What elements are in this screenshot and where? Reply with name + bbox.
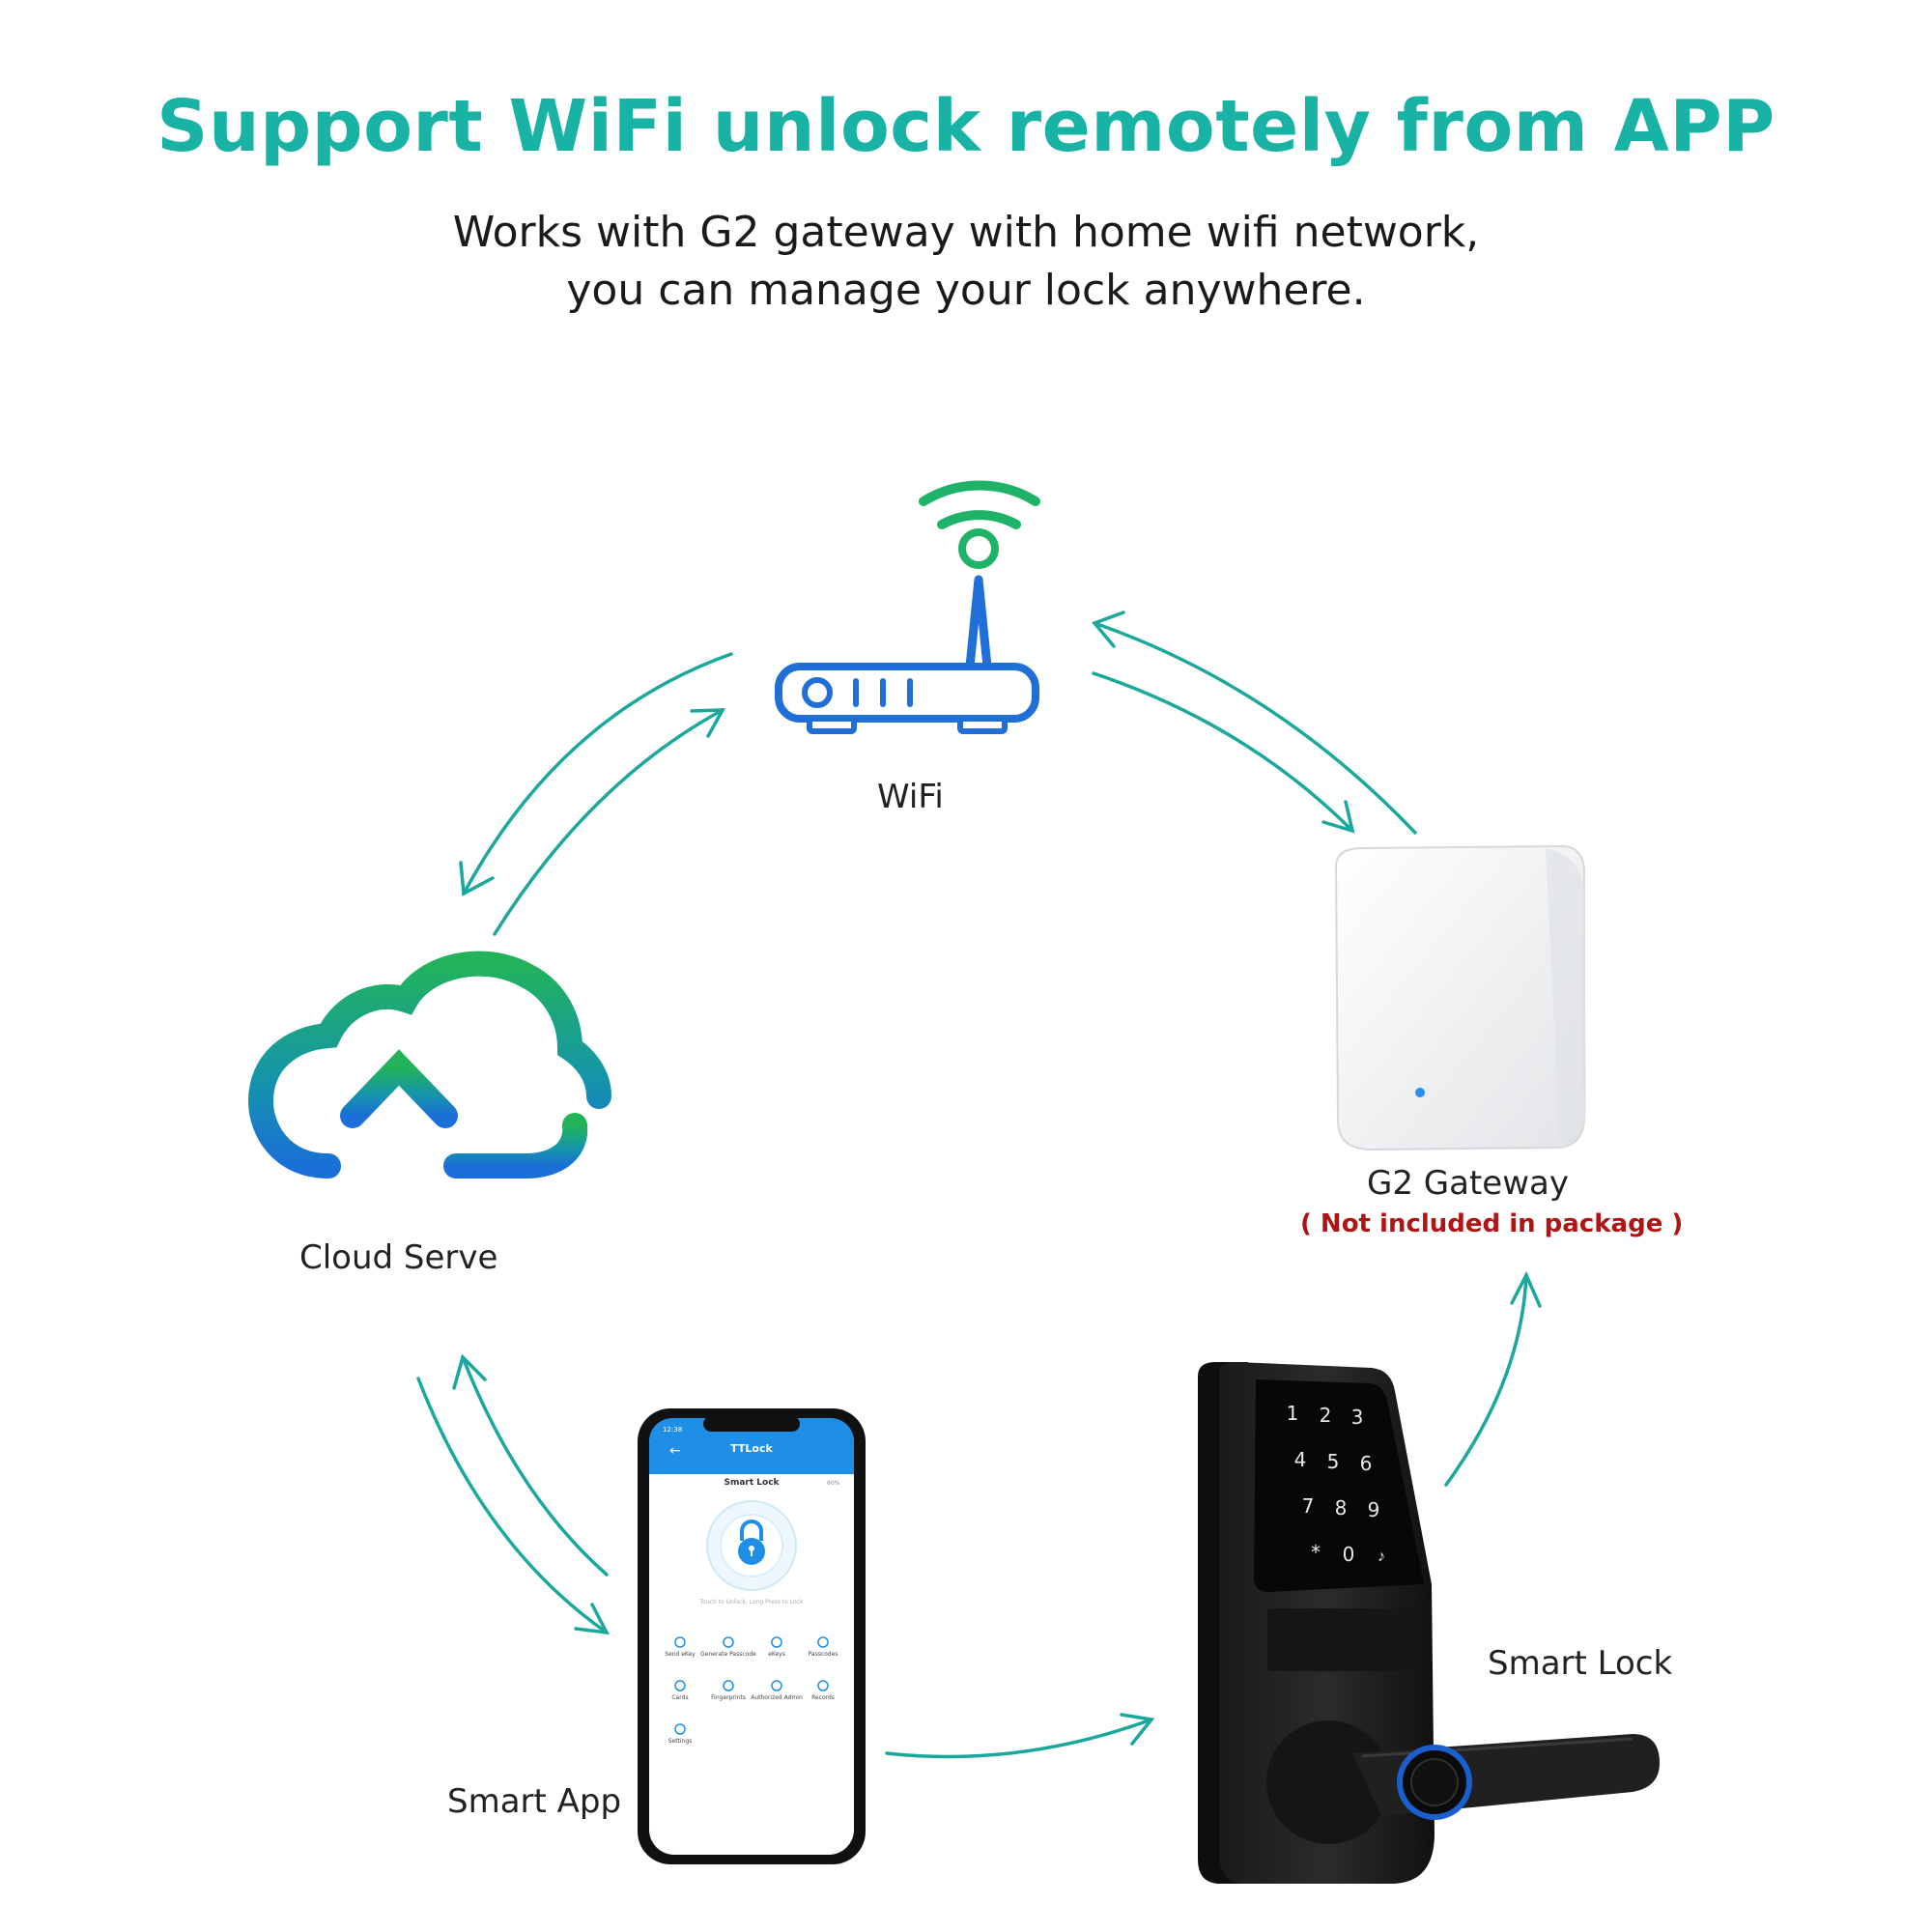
keypad-key[interactable]: 8 — [1335, 1496, 1348, 1520]
arrow-wifi-to-gateway — [1092, 671, 1354, 833]
arrowhead-wifi-left — [690, 708, 726, 738]
router-foot-right — [957, 716, 1008, 734]
arrowhead-gateway-bottom — [1510, 1270, 1542, 1308]
ekeys-icon — [771, 1636, 782, 1648]
keypad-key[interactable]: 4 — [1294, 1448, 1307, 1471]
keypad-key[interactable]: 1 — [1287, 1402, 1299, 1425]
keypad-key[interactable]: 6 — [1360, 1452, 1373, 1475]
unlock-hint: Touch to Unlock, Long Press to Lock — [699, 1599, 804, 1605]
phone-screen — [649, 1418, 854, 1855]
app-title: TTLock — [730, 1442, 773, 1455]
arrowhead-gateway — [1321, 800, 1355, 834]
arrow-app-to-lock — [885, 1718, 1153, 1759]
page-title: Support WiFi unlock remotely from APP — [156, 85, 1776, 168]
phone-menu-item[interactable]: Generate Passcode — [700, 1651, 756, 1658]
keypad-panel — [1254, 1379, 1424, 1592]
gateway-not-included-note: ( Not included in package ) — [1300, 1209, 1684, 1238]
fingerprint-icon — [723, 1680, 734, 1691]
key-card-icon — [674, 1636, 686, 1648]
wifi-wave-dot — [958, 528, 999, 569]
arrowhead-app — [574, 1603, 611, 1635]
keypad-key[interactable]: 2 — [1320, 1404, 1332, 1427]
battery-text: 60% — [827, 1480, 840, 1487]
router-foot-left — [807, 716, 857, 734]
wifi-label: WiFi — [877, 778, 944, 816]
doorbell-icon[interactable]: ♪ — [1378, 1548, 1385, 1565]
records-icon — [817, 1680, 829, 1691]
smartphone: 12:38 ← TTLock Smart Lock 60% Touch to U… — [638, 1408, 866, 1864]
router-icon — [775, 480, 1040, 734]
arrow-wifi-to-cloud — [462, 652, 733, 895]
phone-notch — [703, 1416, 800, 1432]
cloud-upload-icon — [247, 951, 611, 1186]
gateway-led — [1415, 1088, 1425, 1097]
padlock-icon — [738, 1520, 765, 1565]
arrow-lock-to-gateway — [1444, 1273, 1528, 1487]
arrowhead-lock — [1120, 1713, 1155, 1746]
phone-menu-item[interactable]: Passcodes — [809, 1651, 838, 1658]
phone-menu-item[interactable]: Settings — [668, 1738, 693, 1745]
lock-rose — [1266, 1720, 1390, 1844]
settings-icon — [674, 1723, 686, 1735]
back-arrow-icon: ← — [669, 1443, 681, 1459]
arrow-cloud-to-app — [416, 1377, 609, 1634]
subtitle-line-2: you can manage your lock anywhere. — [566, 266, 1366, 315]
router-led — [802, 677, 833, 708]
app-label: Smart App — [447, 1782, 622, 1821]
lock-label: Smart Lock — [1488, 1644, 1673, 1683]
keypad-key[interactable]: 7 — [1302, 1494, 1315, 1518]
arrow-cloud-to-wifi — [493, 708, 724, 936]
keypad-key[interactable]: 3 — [1351, 1406, 1364, 1429]
keypad-key[interactable]: 5 — [1327, 1450, 1340, 1473]
keypad-key[interactable]: 9 — [1368, 1498, 1380, 1521]
router-antenna — [965, 575, 992, 671]
passcode-icon — [723, 1636, 734, 1648]
keypad-key[interactable]: * — [1311, 1541, 1321, 1564]
phone-menu-item[interactable]: Send eKey — [665, 1651, 696, 1658]
phone-menu-grid: Send eKey Generate Passcode eKeys Passcodes… — [665, 1636, 838, 1745]
admin-icon — [771, 1680, 782, 1691]
gateway-label: G2 Gateway — [1367, 1164, 1569, 1203]
phone-menu-item[interactable]: eKeys — [768, 1651, 785, 1658]
arrowhead-wifi-right — [1092, 611, 1125, 648]
phone-menu-item[interactable]: Fingerprints — [711, 1694, 746, 1701]
phone-menu-item[interactable]: Authorized Admin — [751, 1694, 803, 1701]
wifi-wave-outer — [919, 480, 1040, 506]
arrowhead-cloud-bottom — [452, 1353, 487, 1390]
arrow-gateway-to-wifi — [1093, 621, 1417, 835]
gateway-device — [1334, 844, 1586, 1151]
card-icon — [674, 1680, 686, 1691]
subtitle-line-1: Works with G2 gateway with home wifi net… — [452, 208, 1480, 257]
arrow-app-to-cloud — [461, 1355, 609, 1577]
status-time: 12:38 — [663, 1426, 682, 1434]
connection-arrows — [416, 611, 1542, 1759]
cloud-label: Cloud Serve — [299, 1238, 498, 1277]
phone-menu-item[interactable]: Records — [811, 1694, 835, 1701]
list-icon — [817, 1636, 829, 1648]
keypad-key[interactable]: 0 — [1343, 1543, 1355, 1566]
wifi-wave-middle — [937, 510, 1021, 529]
arrowhead-cloud — [459, 861, 495, 896]
phone-menu-item[interactable]: Cards — [671, 1694, 688, 1701]
screen-title: Smart Lock — [724, 1478, 780, 1488]
